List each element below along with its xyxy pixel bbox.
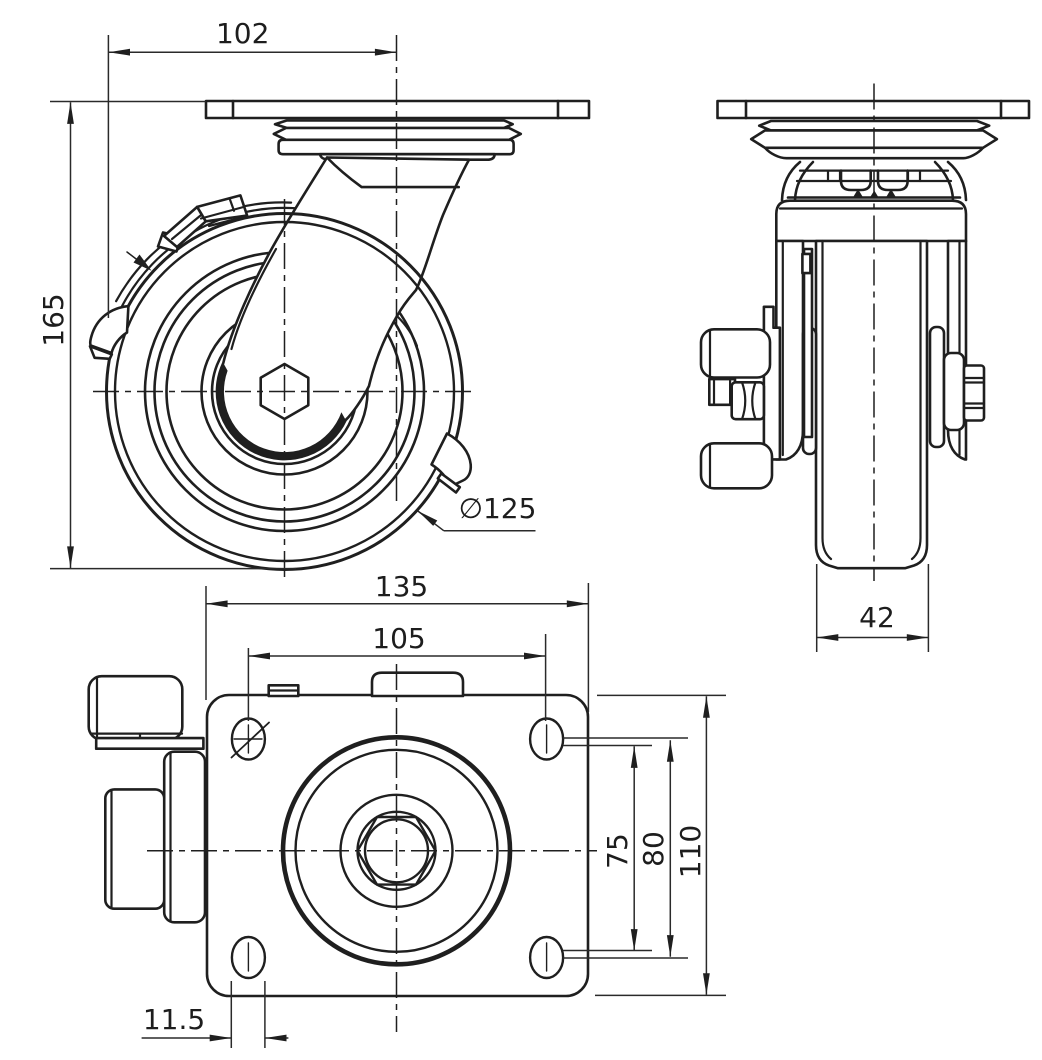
side-view: [699, 83, 1031, 581]
side-brake: [699, 247, 814, 490]
dim-80-label: 80: [637, 831, 670, 867]
front-view: [88, 35, 591, 583]
front-right-tab: [430, 432, 473, 494]
side-wheel: [814, 239, 929, 570]
dim-diameter-label: ∅125: [459, 492, 537, 525]
dim-11-5: 11.5: [141, 981, 289, 1048]
plan-brake: [87, 674, 207, 924]
dim-105-label: 105: [372, 622, 425, 655]
dim-wheel-diameter: ∅125: [417, 492, 537, 532]
side-axle-nut: [962, 364, 986, 422]
dim-105: 105: [247, 622, 547, 721]
front-turntable: [272, 119, 523, 161]
dim-135-label: 135: [375, 570, 428, 603]
dim-11-5-label: 11.5: [143, 1003, 205, 1036]
dim-75: 75: [563, 744, 652, 952]
plan-centerlines: [147, 664, 597, 1032]
front-brake-arrow: [126, 251, 152, 271]
dim-102: 102: [107, 17, 397, 318]
dim-80: 80: [563, 737, 688, 959]
dim-135: 135: [205, 570, 590, 712]
plan-hole-marks: [230, 721, 548, 972]
dim-110-label: 110: [674, 825, 707, 878]
dim-42: 42: [815, 564, 930, 652]
dim-42-label: 42: [859, 601, 895, 634]
side-kingpin: [839, 169, 909, 198]
front-left-tab: [88, 304, 130, 361]
dimensions: 102 165 ∅125 135: [37, 17, 930, 1048]
front-centerlines: [93, 35, 476, 583]
dim-165-label: 165: [37, 293, 70, 346]
front-brake-lever: [156, 194, 249, 253]
plan-view: [87, 664, 597, 1032]
front-plate: [204, 99, 591, 120]
dim-75-label: 75: [601, 833, 634, 869]
dim-110: 110: [595, 694, 726, 997]
side-crown: [775, 199, 968, 243]
dim-102-label: 102: [216, 17, 269, 50]
dim-165: 165: [37, 100, 296, 570]
plan-tabs: [267, 671, 465, 698]
